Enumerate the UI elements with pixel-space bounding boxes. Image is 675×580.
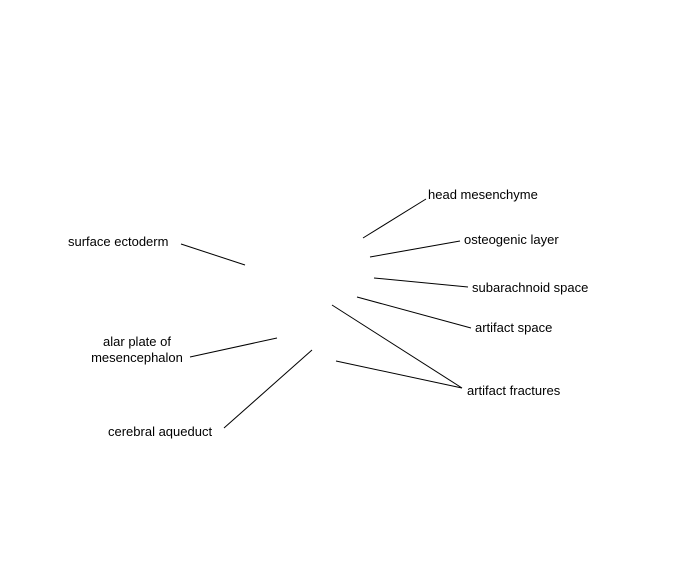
leader-artifact-fractures-upper [331, 304, 463, 389]
label-head-mesenchyme: head mesenchyme [428, 187, 538, 202]
leader-osteogenic-layer [369, 240, 461, 258]
label-alar-plate-line-2: mesencephalon [91, 350, 183, 365]
leader-artifact-fractures-lower [335, 360, 463, 389]
leader-surface-ectoderm [180, 243, 246, 266]
label-osteogenic-layer: osteogenic layer [464, 232, 559, 247]
leader-subarachnoid-space [373, 277, 469, 288]
leader-alar-plate [189, 337, 278, 358]
label-subarachnoid-space: subarachnoid space [472, 280, 589, 295]
label-alar-plate-line-1: alar plate of [103, 334, 171, 349]
leader-head-mesenchyme [362, 198, 427, 239]
label-alar-plate-of-mesencephalon: alar plate of mesencephalon [82, 334, 192, 366]
leader-cerebral-aqueduct [223, 349, 313, 429]
label-surface-ectoderm: surface ectoderm [68, 234, 169, 249]
label-cerebral-aqueduct: cerebral aqueduct [108, 424, 213, 439]
label-artifact-space: artifact space [475, 320, 553, 335]
label-artifact-fractures: artifact fractures [467, 383, 561, 398]
leader-artifact-space [356, 296, 472, 329]
